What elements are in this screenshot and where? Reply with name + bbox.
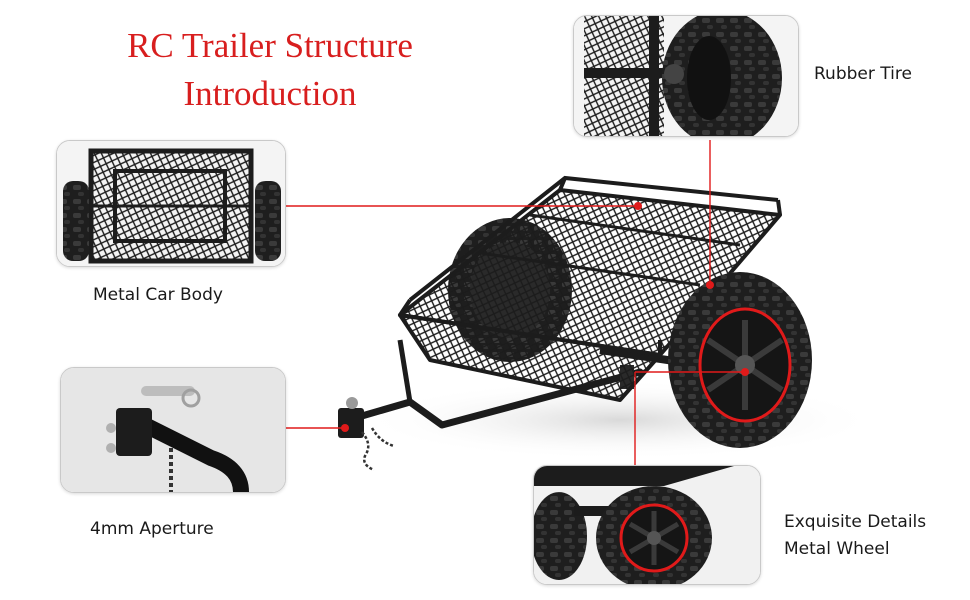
metal-wheel-label-line-1: Exquisite Details bbox=[784, 512, 927, 532]
aperture-label: 4mm Aperture bbox=[90, 519, 214, 539]
title-line-2: Introduction bbox=[183, 74, 357, 113]
near-wheel bbox=[668, 272, 812, 448]
page-title: RC Trailer Structure Introduction bbox=[70, 22, 470, 118]
metal-wheel-label-line-2: Metal Wheel bbox=[784, 539, 890, 559]
rubber-tire-closeup bbox=[573, 15, 799, 137]
metal-body-label: Metal Car Body bbox=[93, 285, 223, 305]
aperture-closeup bbox=[60, 367, 286, 493]
title-line-1: RC Trailer Structure bbox=[127, 26, 413, 65]
metal-wheel-closeup bbox=[533, 465, 761, 585]
metal-body-closeup bbox=[56, 140, 286, 267]
metal-wheel-label: Exquisite Details Metal Wheel bbox=[784, 509, 926, 563]
rubber-tire-label: Rubber Tire bbox=[814, 64, 912, 84]
